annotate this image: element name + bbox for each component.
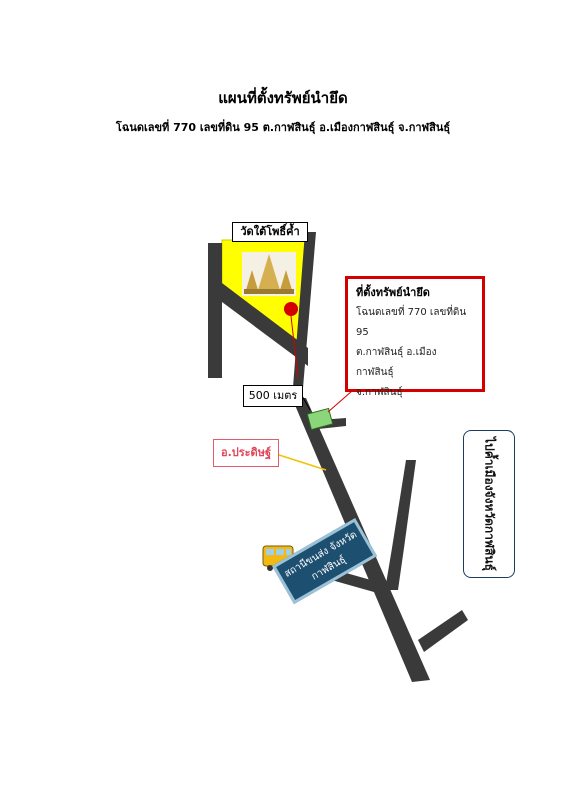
district-office-label: อ.ประดิษฐ์: [213, 439, 279, 467]
property-info-box: ที่ตั้งทรัพย์นำยึด โฉนดเลขที่ 770 เลขที่…: [345, 276, 485, 398]
property-line-1: โฉนดเลขที่ 770 เลขที่ดิน 95: [356, 307, 467, 338]
road-branch-east: [392, 460, 416, 548]
property-heading: ที่ตั้งทรัพย์นำยึด: [356, 286, 430, 299]
property-line-3: จ.กาฬสินธุ์: [356, 387, 403, 398]
district-pointer: [275, 453, 327, 471]
map-title: แผนที่ตั้งทรัพย์นำยึด: [218, 89, 348, 107]
highway-sign-text: ไปค้ำเมืองจังหวัดกาฬสินธุ์: [482, 437, 497, 571]
road-main-upper: [292, 232, 316, 400]
road-branch-east-lower: [385, 548, 404, 590]
location-pin-icon: [284, 302, 299, 379]
temple-icon: [242, 252, 296, 296]
temple-label: วัดใต้โพธิ์ค้ำ: [232, 222, 308, 242]
distance-label: 500 เมตร: [243, 385, 303, 407]
property-plot: [306, 407, 334, 431]
highway-sign: ไปค้ำเมืองจังหวัดกาฬสินธุ์: [463, 430, 515, 578]
road-left-vertical: [208, 243, 222, 378]
road-diagonal-north: [222, 283, 308, 366]
property-line-2: ต.กาฬสินธุ์ อ.เมืองกาฬสินธุ์: [356, 347, 437, 378]
map-subtitle: โฉนดเลขที่ 770 เลขที่ดิน 95 ต.กาฬสินธุ์ …: [115, 121, 451, 134]
road-spur-southeast: [418, 610, 468, 652]
